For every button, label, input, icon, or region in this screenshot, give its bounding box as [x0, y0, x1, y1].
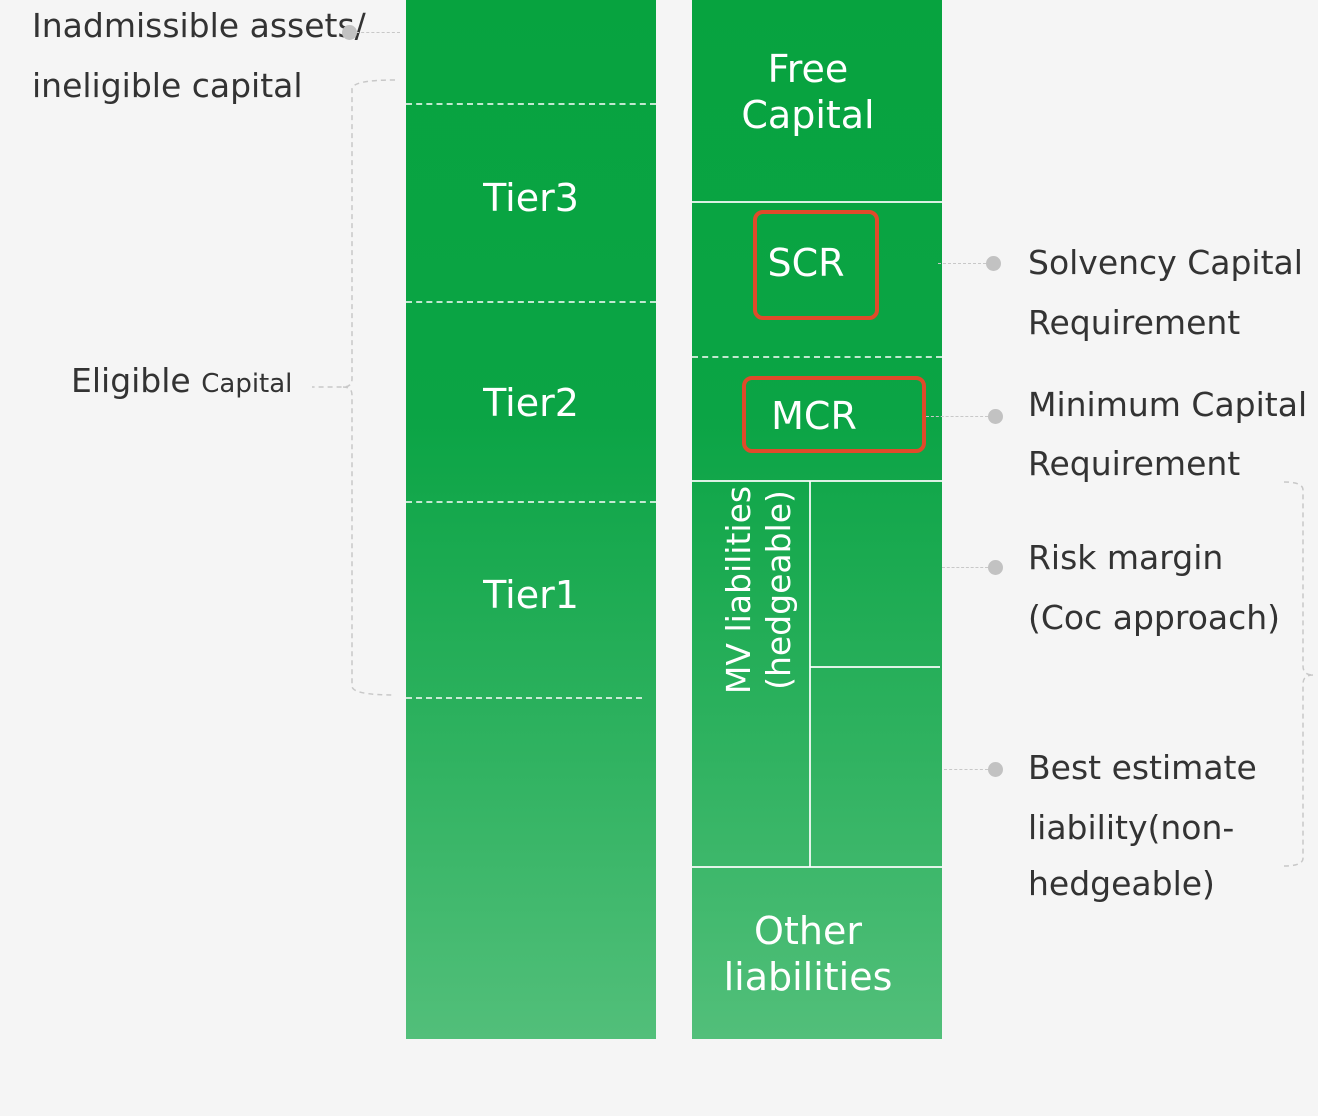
coc-approach-text: (Coc approach) — [1028, 598, 1281, 637]
tier2-label: Tier2 — [483, 381, 579, 425]
mv-liabilities-inner-divider — [809, 481, 811, 867]
tier3-label: Tier3 — [483, 176, 579, 220]
risk-margin-connector-dot — [988, 560, 1003, 575]
risk-margin-text: Risk margin — [1028, 538, 1224, 577]
minimum-capital-text: Minimum Capital — [1028, 385, 1308, 424]
mcr-highlight-box — [742, 376, 926, 453]
other-liabilities-label: Other liabilities — [723, 909, 893, 999]
eligible-capital-text: Eligible Capital — [71, 361, 293, 400]
solvency-capital-text: Solvency Capital — [1028, 243, 1303, 282]
tier3-top-divider — [406, 103, 656, 105]
minimum-requirement-text: Requirement — [1028, 444, 1241, 483]
mcr-label: MCR — [771, 394, 857, 438]
minimum-connector-line — [926, 416, 988, 417]
minimum-connector-dot — [988, 409, 1003, 424]
requirements-column: Free Capital SCR MCR Other liabilities — [692, 0, 942, 1039]
ineligible-capital-text: ineligible capital — [32, 66, 303, 105]
technical-provisions-brace — [1283, 481, 1314, 867]
solvency-requirement-text: Requirement — [1028, 303, 1241, 342]
liability-non-text: liability(non- — [1028, 808, 1235, 847]
hedgeable-text: hedgeable) — [1028, 864, 1215, 903]
best-estimate-text: Best estimate — [1028, 748, 1257, 787]
free-capital-label: Free Capital — [741, 47, 875, 137]
other-liabilities-divider — [692, 866, 942, 868]
inadmissible-connector-line — [356, 32, 400, 33]
solvency-connector-line — [938, 263, 986, 264]
tier1-bottom-divider — [406, 697, 642, 699]
eligible-capital-column: Tier3 Tier2 Tier1 — [406, 0, 656, 1039]
solvency-connector-dot — [986, 256, 1001, 271]
risk-margin-bestestimate-divider — [810, 666, 940, 668]
eligible-capital-brace — [312, 79, 396, 696]
tier1-label: Tier1 — [483, 573, 579, 617]
scr-mcr-divider — [692, 356, 942, 358]
mv-liabilities-label: MV liabilities (hedgeable) — [719, 485, 798, 695]
risk-margin-connector-line — [942, 567, 988, 568]
tier2-top-divider — [406, 301, 656, 303]
scr-label: SCR — [767, 241, 845, 285]
inadmissible-connector-dot — [342, 25, 357, 40]
best-estimate-connector-dot — [988, 762, 1003, 777]
tier1-top-divider — [406, 501, 656, 503]
best-estimate-connector-line — [944, 769, 988, 770]
scr-highlight-box — [753, 210, 879, 320]
inadmissible-assets-text: Inadmissible assets/ — [32, 6, 366, 45]
mcr-liabilities-divider — [692, 480, 942, 482]
free-capital-divider — [692, 201, 942, 203]
